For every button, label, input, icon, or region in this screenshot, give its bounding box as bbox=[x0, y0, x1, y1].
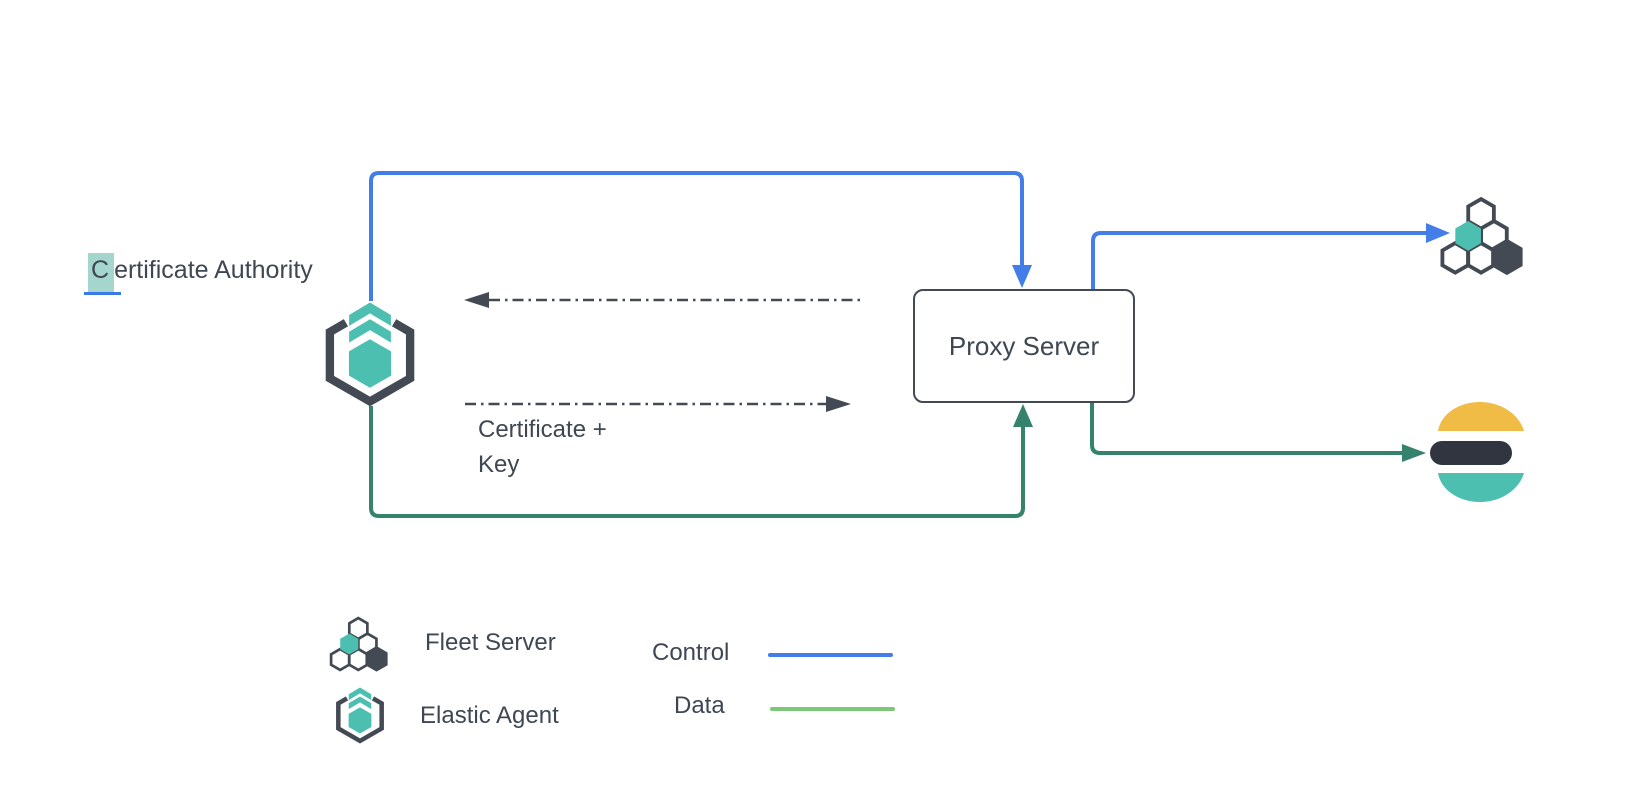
legend-label-data[interactable]: Data bbox=[674, 692, 725, 719]
data-arrowhead-elasticsearch bbox=[1402, 444, 1426, 462]
data-arrowhead-proxy bbox=[1013, 404, 1033, 427]
elasticsearch-top-yellow bbox=[1438, 402, 1524, 431]
fleet-hex-teal bbox=[1455, 221, 1481, 251]
fleet-hex-dark bbox=[365, 646, 388, 672]
certificate-authority-text: ertificate Authority bbox=[114, 256, 313, 284]
control-edge-proxy-to-fleet[interactable] bbox=[1091, 231, 1426, 289]
control-edge-agent-to-proxy[interactable] bbox=[369, 171, 1024, 301]
certificate-key-label[interactable]: Certificate + Key bbox=[478, 416, 607, 478]
agent-chevron-top bbox=[348, 687, 372, 701]
legend-label-control[interactable]: Control bbox=[652, 639, 730, 666]
legend-elastic-agent-icon[interactable] bbox=[332, 686, 388, 744]
legend-fleet-server-icon[interactable] bbox=[328, 611, 390, 673]
elasticsearch-bottom-teal bbox=[1438, 473, 1524, 502]
legend-label-elastic-agent[interactable]: Elastic Agent bbox=[420, 702, 559, 729]
fleet-server-icon[interactable] bbox=[1438, 189, 1526, 277]
elasticsearch-middle-bar bbox=[1430, 441, 1512, 465]
agent-chevron-top bbox=[349, 302, 391, 326]
legend-data-line bbox=[770, 707, 895, 711]
agent-core-hexagon bbox=[348, 339, 392, 388]
control-arrowhead-fleet bbox=[1426, 223, 1450, 243]
fleet-hex-teal bbox=[340, 633, 359, 655]
text-cursor-highlight: C bbox=[88, 253, 115, 293]
agent-chevron-bottom bbox=[348, 696, 372, 710]
agent-hex-bracket bbox=[325, 319, 415, 407]
elastic-agent-icon[interactable] bbox=[318, 300, 422, 407]
proxy-server-node[interactable]: Proxy Server bbox=[913, 289, 1135, 403]
agent-chevron-bottom bbox=[349, 319, 391, 343]
agent-core-hexagon bbox=[348, 707, 372, 734]
data-edge-proxy-to-elasticsearch[interactable] bbox=[1090, 403, 1402, 455]
proxy-server-label: Proxy Server bbox=[948, 330, 1100, 361]
agent-hex-bracket bbox=[336, 696, 384, 744]
elasticsearch-logo[interactable] bbox=[1430, 400, 1530, 504]
text-cursor-underline bbox=[84, 292, 121, 295]
cert-dashed-arrowhead-right bbox=[826, 396, 851, 412]
legend-label-fleet-server[interactable]: Fleet Server bbox=[425, 629, 556, 656]
control-arrowhead-proxy bbox=[1012, 265, 1032, 288]
data-edge-agent-to-proxy[interactable] bbox=[369, 406, 1025, 518]
legend-control-line bbox=[768, 653, 893, 657]
fleet-hex-dark bbox=[1491, 238, 1523, 276]
cert-dashed-arrowhead-left bbox=[464, 292, 489, 308]
